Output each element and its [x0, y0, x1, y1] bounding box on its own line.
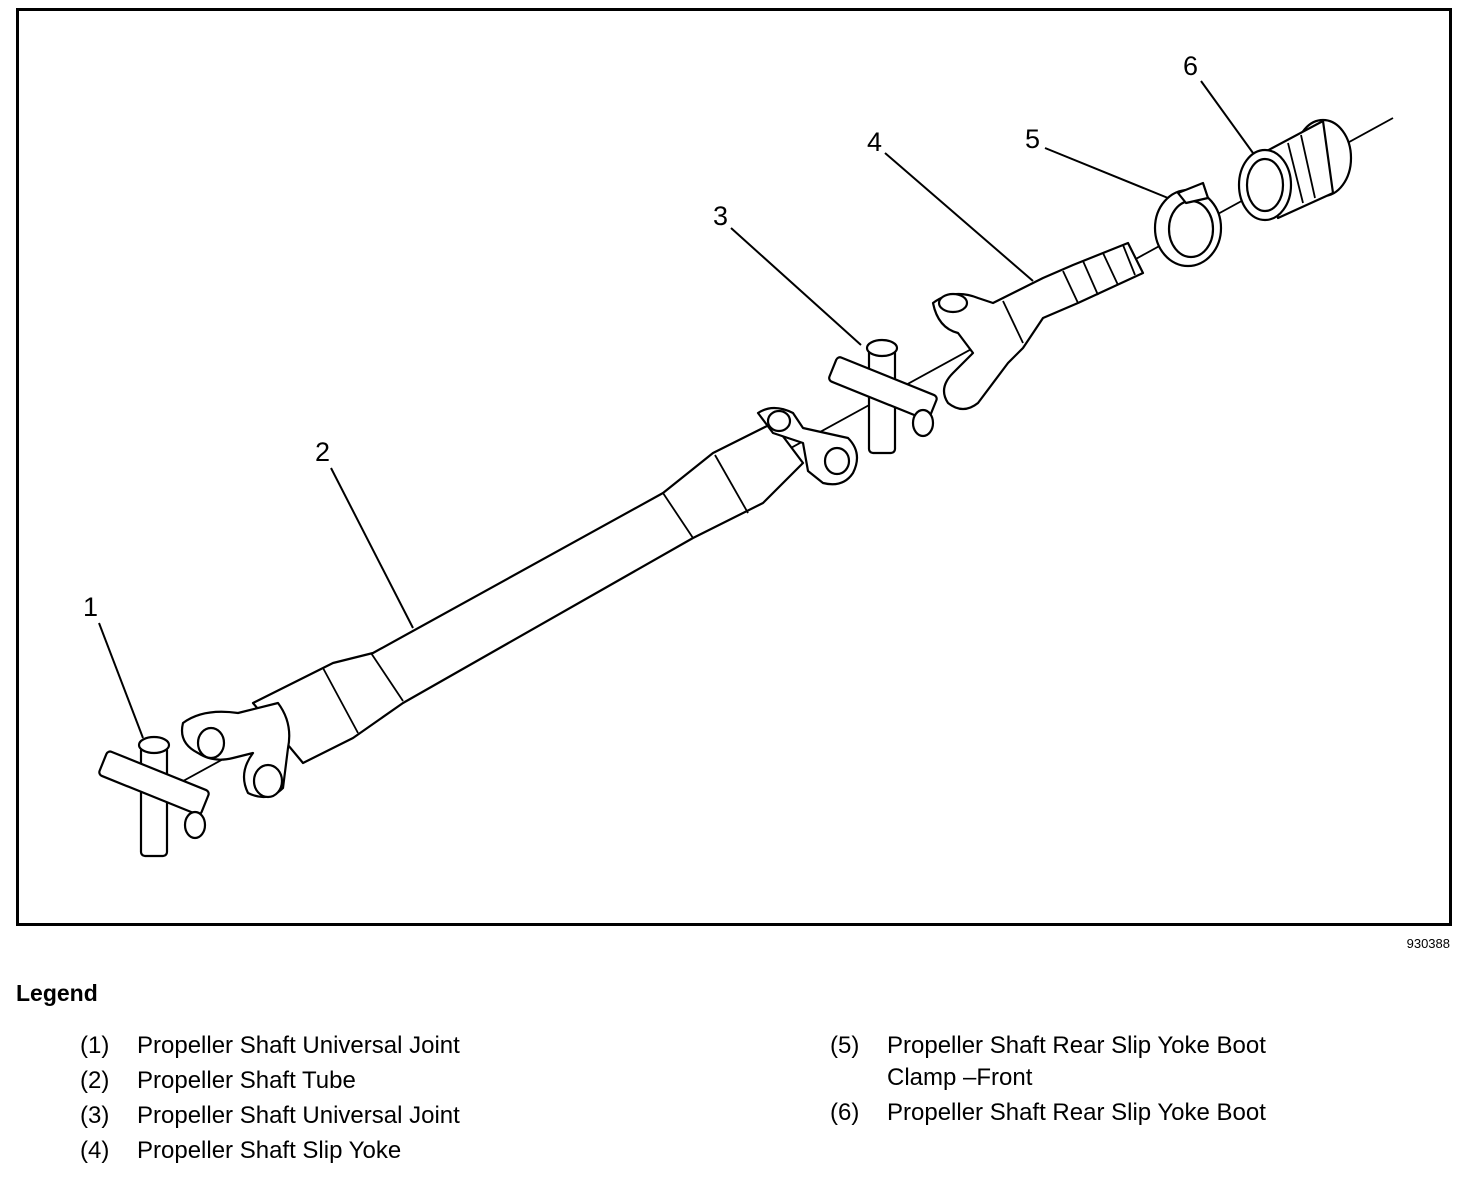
leader-line-5: [1044, 147, 1169, 199]
legend-item: (4) Propeller Shaft Slip Yoke: [80, 1135, 460, 1167]
legend-item-number: (1): [80, 1032, 110, 1059]
legend-item: (1) Propeller Shaft Universal Joint: [80, 1030, 460, 1062]
diagram-frame: 1 2 3 4 5 6: [16, 8, 1452, 926]
legend-item-text: Propeller Shaft Slip Yoke: [137, 1137, 402, 1164]
callout-3: 3: [713, 201, 728, 231]
legend-item-number: (4): [80, 1137, 110, 1164]
legend-column-right: (5) Propeller Shaft Rear Slip Yoke Boot …: [830, 1030, 1266, 1132]
legend-item-number: (5): [830, 1032, 860, 1059]
legend-item-number: (3): [80, 1102, 110, 1129]
legend-column-left: (1) Propeller Shaft Universal Joint (2) …: [80, 1030, 460, 1170]
leader-line-2: [330, 467, 414, 629]
figure-id: 930388: [1406, 936, 1450, 951]
legend-item: (5) Propeller Shaft Rear Slip Yoke Boot …: [830, 1030, 1266, 1094]
leader-line-6: [1200, 80, 1254, 154]
propeller-shaft-tube: [180, 406, 859, 799]
legend-item: (3) Propeller Shaft Universal Joint: [80, 1100, 460, 1132]
slip-yoke: [931, 241, 1145, 411]
callout-4: 4: [867, 127, 882, 157]
leader-line-1: [98, 622, 144, 739]
callout-5: 5: [1025, 124, 1040, 154]
legend-item: (2) Propeller Shaft Tube: [80, 1065, 460, 1097]
legend-item-text: Propeller Shaft Universal Joint: [137, 1032, 460, 1059]
legend-title: Legend: [16, 980, 98, 1006]
legend-item-text: Propeller Shaft Rear Slip Yoke Boot: [887, 1099, 1266, 1126]
legend-item-number: (2): [80, 1067, 110, 1094]
legend-item-number: (6): [830, 1099, 860, 1126]
callout-1: 1: [83, 592, 98, 622]
boot-clamp-front: [1153, 181, 1223, 268]
leader-line-3: [730, 227, 862, 346]
universal-joint-rear: [828, 338, 938, 455]
legend-item-text: Propeller Shaft Tube: [137, 1067, 356, 1094]
leader-line-4: [884, 152, 1034, 282]
callout-2: 2: [315, 437, 330, 467]
legend-item-text: Propeller Shaft Universal Joint: [137, 1102, 460, 1129]
callout-6: 6: [1183, 51, 1198, 81]
legend-item-text: Propeller Shaft Rear Slip Yoke Boot Clam…: [887, 1032, 1266, 1091]
propeller-shaft-diagram: 1 2 3 4 5 6: [83, 51, 1394, 858]
slip-yoke-boot: [1237, 118, 1353, 222]
universal-joint-front: [98, 735, 210, 858]
legend-item: (6) Propeller Shaft Rear Slip Yoke Boot: [830, 1097, 1266, 1129]
